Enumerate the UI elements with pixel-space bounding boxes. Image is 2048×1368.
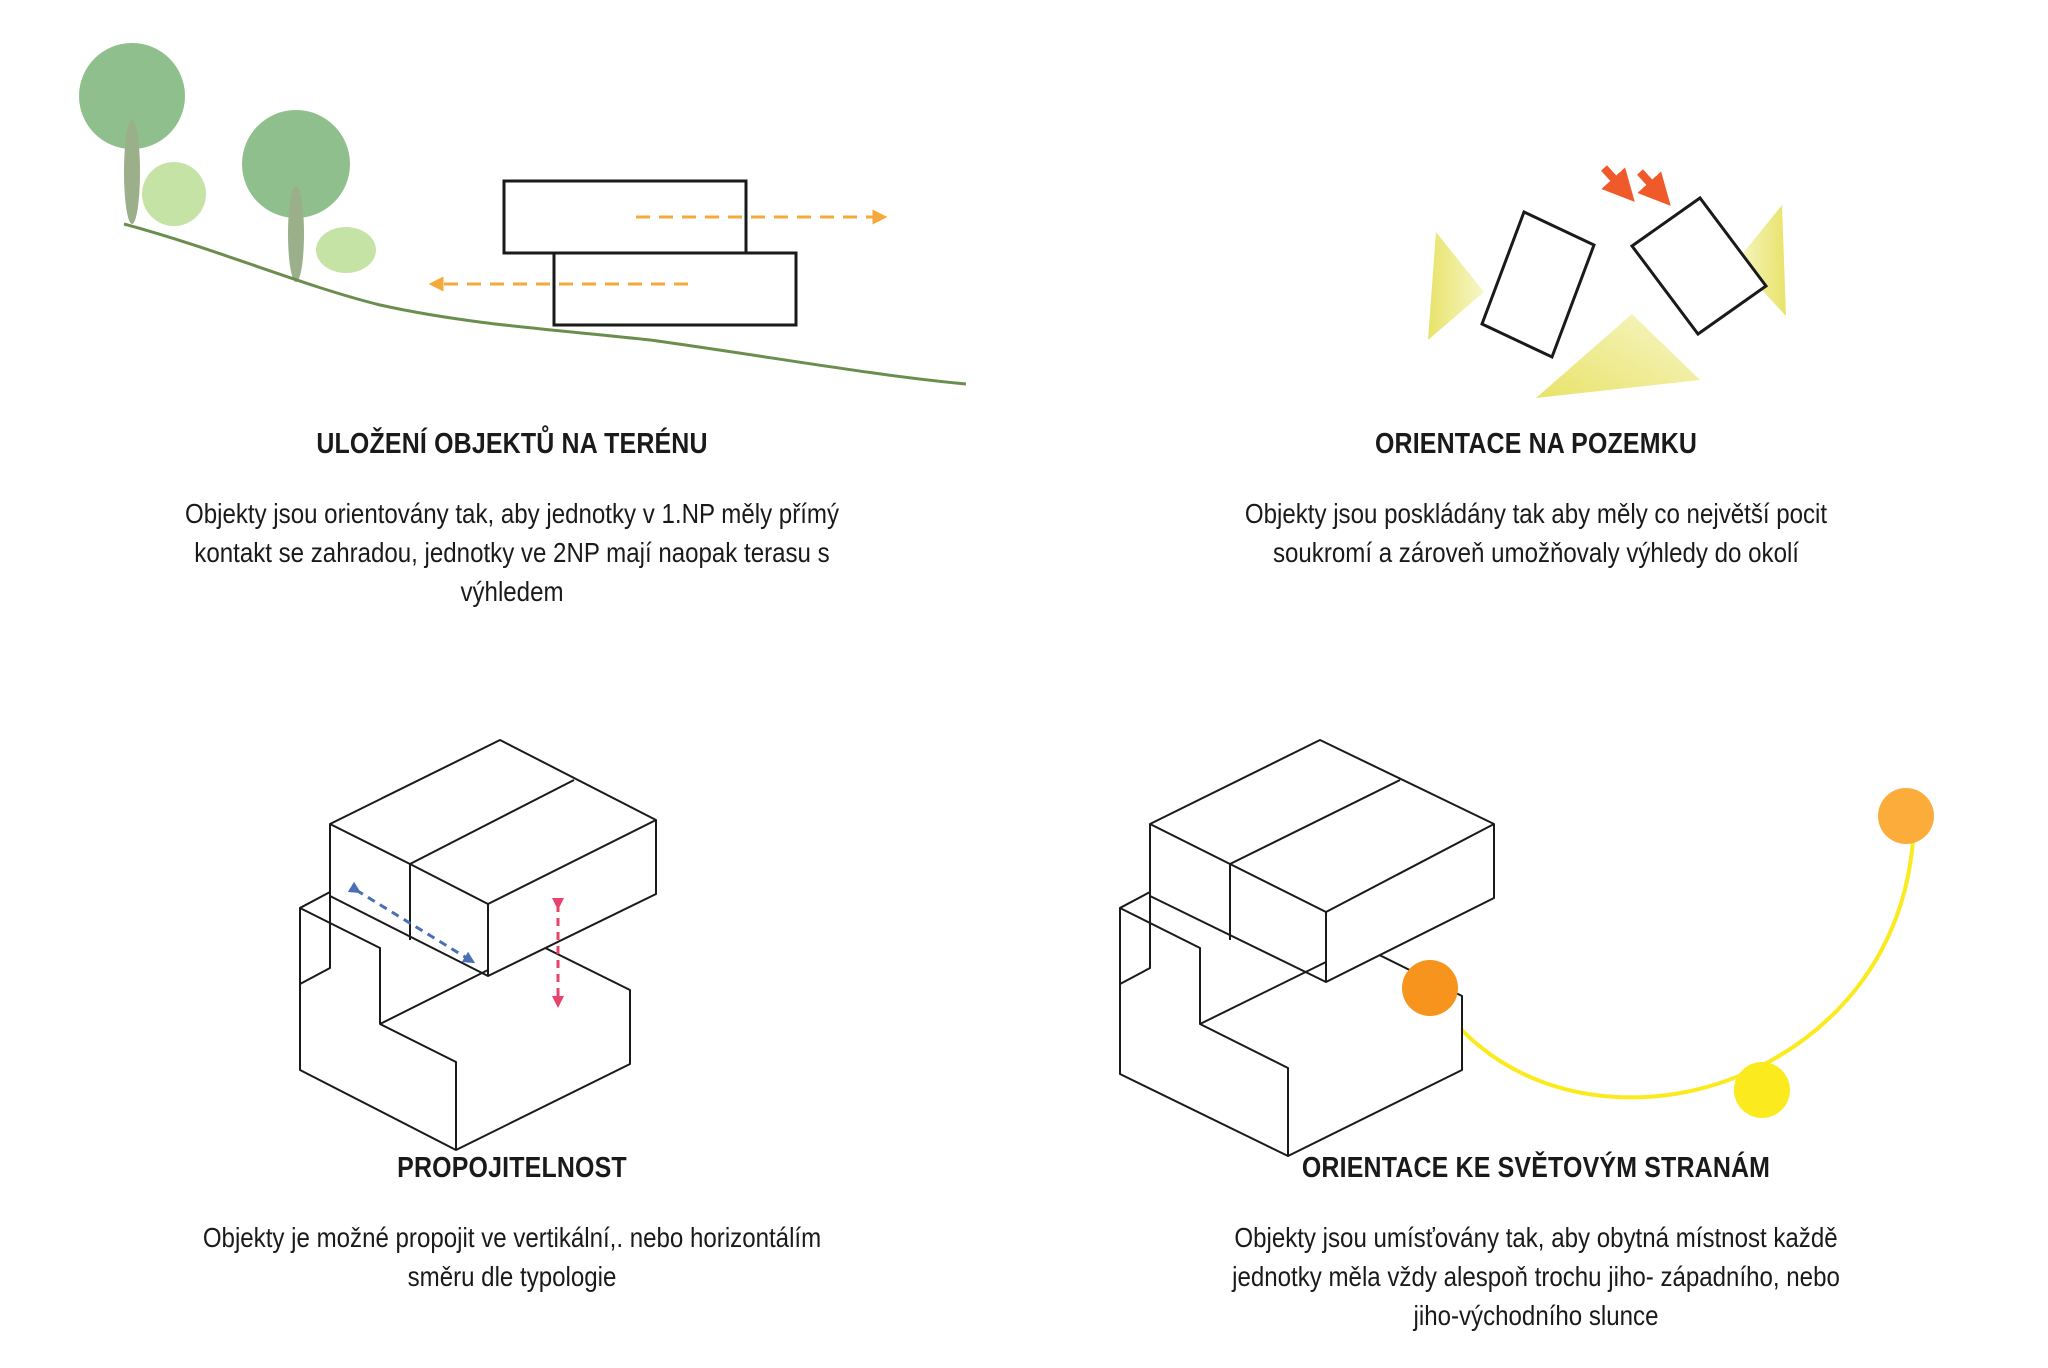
terrain-diagram: [79, 43, 967, 386]
connect-diagram: [299, 739, 657, 1151]
site-diagram: [1428, 165, 1786, 398]
arrow-red-1: [1601, 165, 1635, 202]
tree-trunk: [288, 186, 304, 282]
title-connect: PROPOJITELNOST: [397, 1152, 627, 1184]
title-terrain: ULOŽENÍ OBJEKTŮ NA TERÉNU: [316, 428, 708, 460]
terrain-line: [123, 222, 967, 386]
panel-sun: ORIENTACE KE SVĚTOVÝM STRANÁM Objekty js…: [1024, 684, 2048, 1368]
building-right: [1629, 195, 1769, 337]
block-stack: [299, 739, 657, 1151]
tree-crown: [242, 110, 350, 218]
bush: [316, 227, 376, 273]
title-site: ORIENTACE NA POZEMKU: [1374, 428, 1698, 460]
desc-sun: Objekty jsou umísťovány tak, aby obytná …: [1232, 1222, 1840, 1331]
arrow-red-2: [1637, 169, 1671, 206]
building-left: [1480, 209, 1596, 360]
bush: [142, 162, 206, 226]
tree-crown: [79, 43, 185, 149]
panel-site: ORIENTACE NA POZEMKU Objekty jsou posklá…: [1024, 0, 2048, 684]
block-stack: [1119, 739, 1495, 1157]
view-cone-right: [1736, 205, 1786, 316]
desc-connect: Objekty je možné propojit ve vertikální,…: [202, 1222, 822, 1292]
title-sun: ORIENTACE KE SVĚTOVÝM STRANÁM: [1301, 1152, 1771, 1184]
tree-trunk: [124, 120, 140, 224]
sun-west: [1878, 788, 1934, 844]
sun-east: [1402, 960, 1458, 1016]
building-lower: [552, 251, 798, 327]
panel-terrain: ULOŽENÍ OBJEKTŮ NA TERÉNU Objekty jsou o…: [0, 0, 1024, 684]
view-cone-bottom: [1536, 314, 1700, 398]
sun-path: [1432, 813, 1916, 1100]
sun-south: [1734, 1062, 1790, 1118]
panel-connect: PROPOJITELNOST Objekty je možné propojit…: [0, 684, 1024, 1368]
desc-site: Objekty jsou poskládány tak aby měly co …: [1244, 498, 1828, 568]
desc-terrain: Objekty jsou orientovány tak, aby jednot…: [184, 498, 840, 607]
view-cone-left: [1428, 232, 1484, 340]
sun-diagram: [1119, 739, 1934, 1157]
